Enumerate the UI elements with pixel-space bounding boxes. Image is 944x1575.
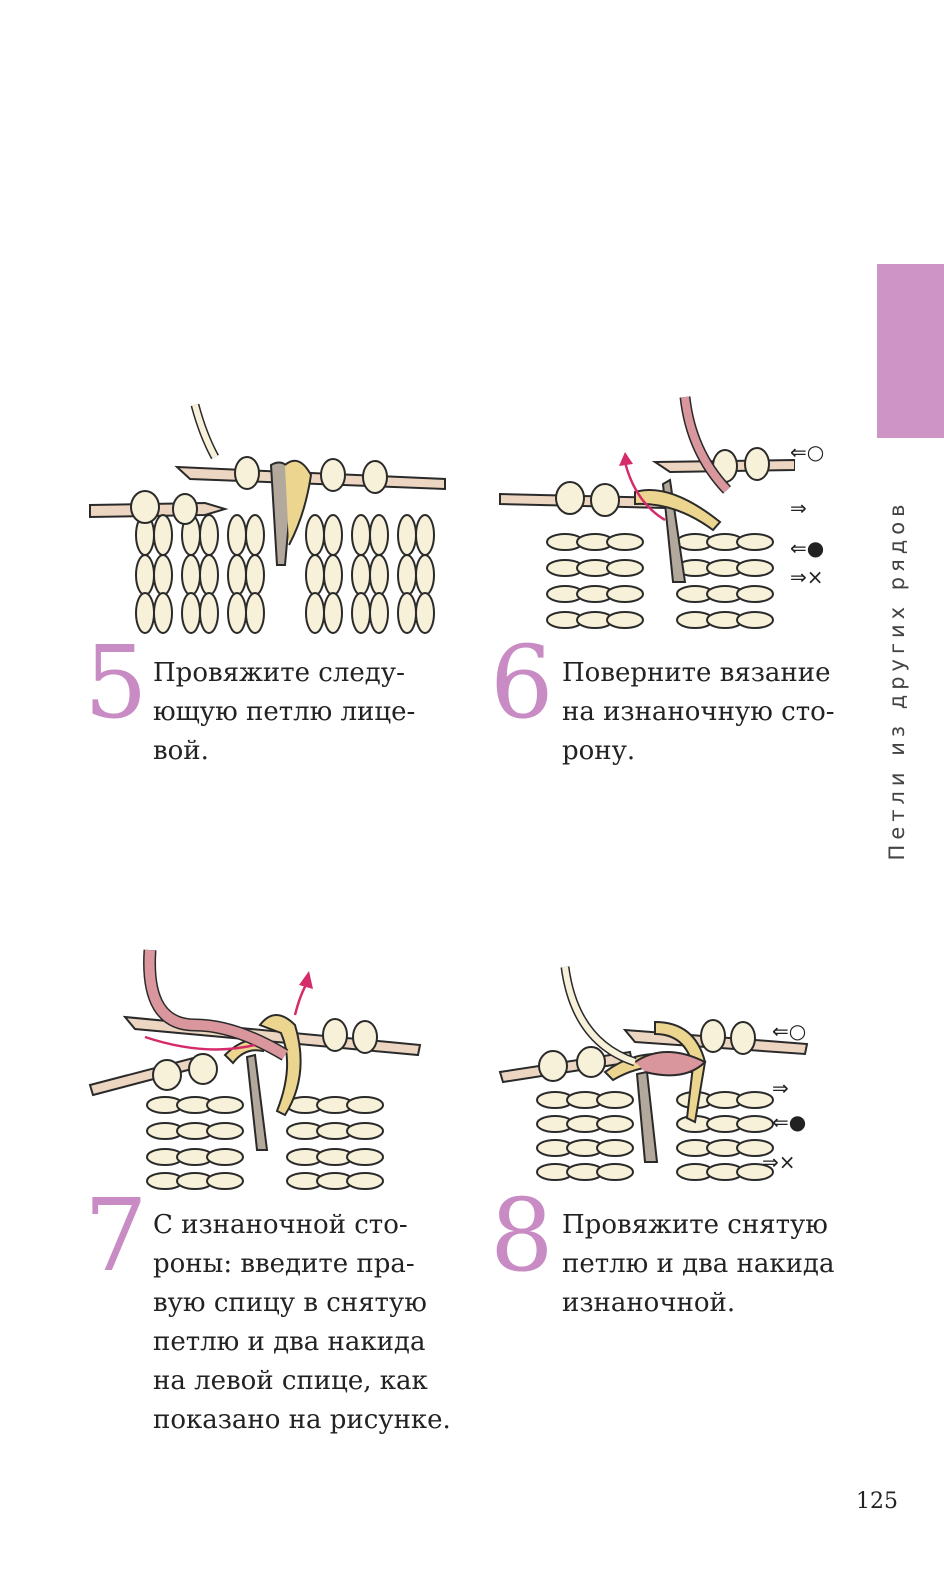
row-legend-6a: ⇐○ (790, 440, 825, 464)
row-legend-6c: ⇐● (790, 536, 825, 560)
step-line: рону. (562, 736, 636, 766)
step-number-5: 5 (84, 624, 148, 741)
section-tab (877, 264, 944, 438)
step-text-6: Поверните вязание на изнаночную сто- рон… (562, 654, 835, 771)
row-legend-6d: ⇒× (790, 565, 824, 589)
step-line: вой. (153, 736, 209, 766)
step-line: роны: введите пра- (153, 1249, 415, 1279)
step-number-6: 6 (490, 624, 554, 741)
section-title: Петли из других рядов (885, 499, 909, 861)
knitting-illustration-6 (499, 396, 795, 629)
step-text-8: Провяжите снятую петлю и два накида изна… (562, 1206, 834, 1323)
step-text-7: С изнаночной сто- роны: введите пра- вую… (153, 1206, 451, 1440)
row-legend-8c: ⇐● (772, 1110, 807, 1134)
step-line: С изнаночной сто- (153, 1210, 408, 1240)
step-line: показано на рисунке. (153, 1405, 451, 1435)
step-line: вую спицу в снятую (153, 1288, 427, 1318)
page-number: 125 (856, 1489, 898, 1514)
step-line: петлю и два накида (153, 1327, 426, 1357)
step-number-7: 7 (84, 1177, 148, 1294)
row-legend-8d: ⇒× (762, 1150, 796, 1174)
step-line: Провяжите снятую (562, 1210, 828, 1240)
step-line: Провяжите следу- (153, 658, 405, 688)
step-text-5: Провяжите следу- ющую петлю лице- вой. (153, 654, 415, 771)
step-line: Поверните вязание (562, 658, 831, 688)
step-line: ющую петлю лице- (153, 697, 416, 727)
step-line: изнаночной. (562, 1288, 736, 1318)
knitting-illustration-5 (89, 403, 446, 634)
row-legend-8a: ⇐○ (772, 1019, 807, 1043)
step-line: на изнаночную сто- (562, 697, 835, 727)
step-line: петлю и два накида (562, 1249, 835, 1279)
row-legend-6b: ⇒ (790, 496, 807, 520)
step-number-8: 8 (490, 1177, 554, 1294)
knitting-illustration-8 (498, 966, 809, 1181)
step-line: на левой спице, как (153, 1366, 428, 1396)
knitting-illustration-7 (88, 949, 422, 1190)
row-legend-8b: ⇒ (772, 1076, 789, 1100)
